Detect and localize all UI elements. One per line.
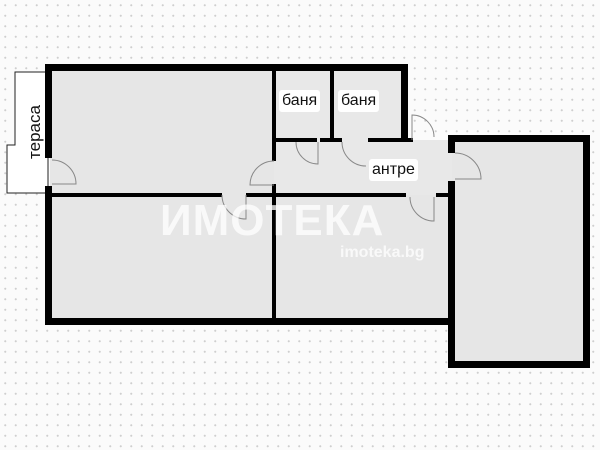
room-floor-bottom-left: [50, 195, 274, 320]
room-floor-top-left: [50, 70, 274, 195]
room-floor-right: [452, 140, 586, 365]
room-label-bath-2: баня: [338, 90, 380, 112]
walls: [45, 64, 590, 368]
door-swings: [51, 114, 482, 222]
room-floor-bottom-middle: [274, 195, 454, 320]
room-label-hall: антре: [369, 159, 418, 181]
watermark-site: imoteka.bg: [340, 244, 425, 261]
room-label-terrace: тераса: [24, 105, 44, 159]
room-label-bath-1: баня: [279, 90, 321, 112]
watermark-logo: ИМОТЕКА: [160, 196, 385, 245]
hall-floor: [274, 140, 454, 195]
